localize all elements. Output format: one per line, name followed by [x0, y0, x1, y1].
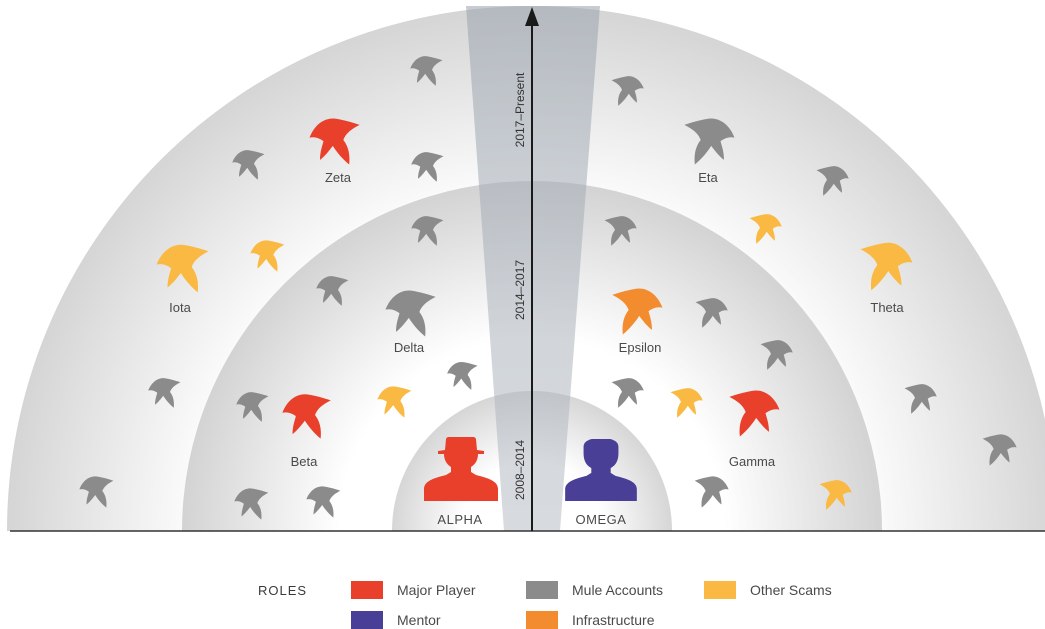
omega-label: OMEGA	[576, 512, 627, 527]
theta-label: Theta	[870, 300, 904, 315]
legend-swatch-major-player	[351, 581, 383, 599]
legend-item-mule-accounts: Mule Accounts	[526, 581, 663, 599]
epsilon-actor: Epsilon	[612, 288, 663, 355]
legend-label-other-scams: Other Scams	[750, 582, 832, 598]
iota-actor: Iota	[156, 244, 209, 315]
eta-label: Eta	[698, 170, 718, 185]
legend-swatch-other-scams	[704, 581, 736, 599]
epsilon-label: Epsilon	[619, 340, 662, 355]
gamma-actor: Gamma	[729, 390, 780, 469]
legend-title: ROLES	[258, 583, 308, 598]
era-label-inner: 2008–2014	[513, 440, 527, 500]
legend-swatch-mule-accounts	[526, 581, 558, 599]
legend-item-infrastructure: Infrastructure	[526, 611, 654, 629]
delta-actor: Delta	[385, 290, 436, 355]
iota-label: Iota	[169, 300, 191, 315]
legend-label-major-player: Major Player	[397, 582, 476, 598]
legend-swatch-mentor	[351, 611, 383, 629]
beta-label: Beta	[291, 454, 319, 469]
alpha-label: ALPHA	[437, 512, 482, 527]
legend-label-infrastructure: Infrastructure	[572, 612, 655, 628]
roles-legend: ROLES Major Player Mentor Mule Accounts …	[0, 575, 1045, 629]
zeta-actor: Zeta	[309, 118, 360, 185]
legend-swatch-infrastructure	[526, 611, 558, 629]
zeta-label: Zeta	[325, 170, 352, 185]
era-label-outer: 2017–Present	[513, 72, 527, 147]
era-label-middle: 2014–2017	[513, 260, 527, 320]
timeline-arrowhead	[525, 7, 539, 26]
eta-actor: Eta	[684, 118, 735, 185]
delta-label: Delta	[394, 340, 425, 355]
legend-label-mentor: Mentor	[397, 612, 441, 628]
legend-label-mule-accounts: Mule Accounts	[572, 582, 664, 598]
gamma-label: Gamma	[729, 454, 776, 469]
beta-actor: Beta	[282, 394, 331, 469]
legend-item-mentor: Mentor	[351, 611, 441, 629]
theta-actor: Theta	[860, 242, 913, 315]
legend-item-other-scams: Other Scams	[704, 581, 832, 599]
legend-item-major-player: Major Player	[351, 581, 476, 599]
